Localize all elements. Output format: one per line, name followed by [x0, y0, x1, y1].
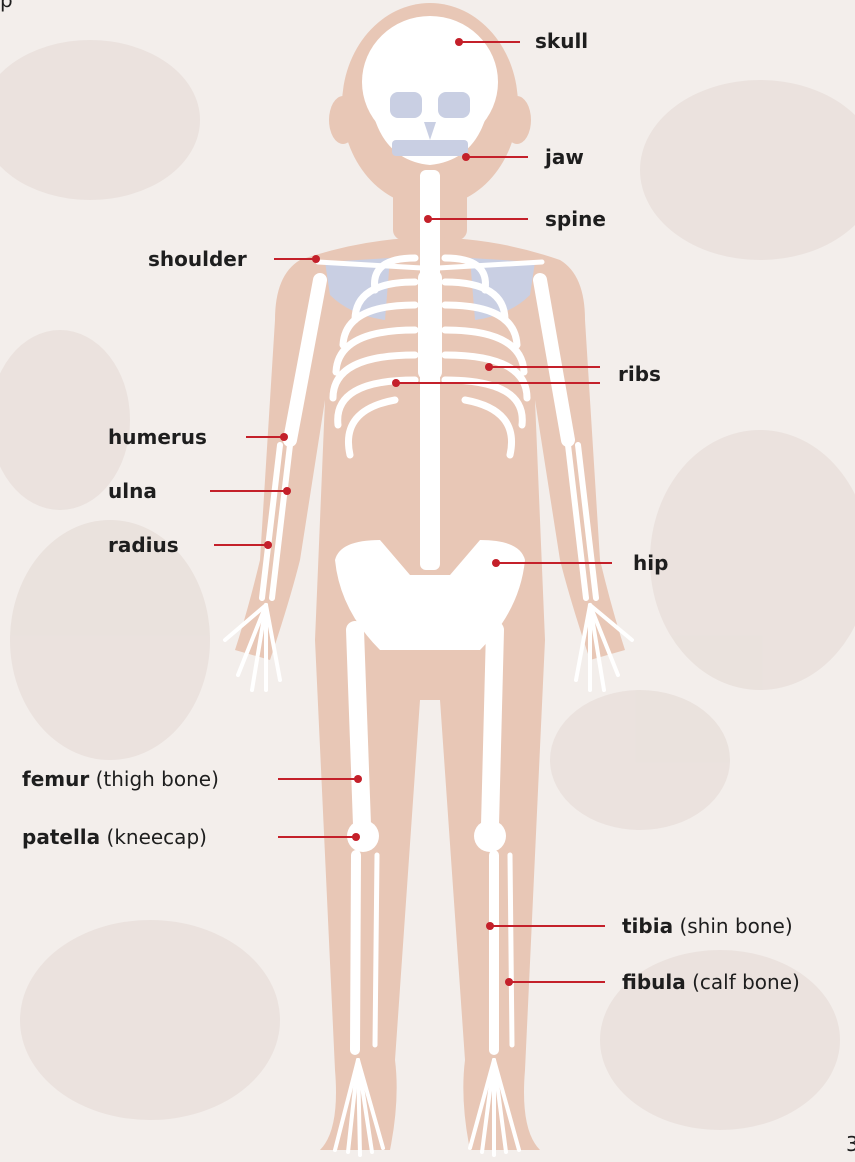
label-skull-name: skull	[535, 29, 588, 53]
label-hip-name: hip	[633, 551, 668, 575]
label-jaw: jaw	[545, 145, 584, 169]
label-ribs: ribs	[618, 362, 661, 386]
label-femur-name: femur	[22, 767, 89, 791]
corner-mark-bottom: 3	[846, 1132, 855, 1156]
label-ulna: ulna	[108, 479, 157, 503]
label-ribs-name: ribs	[618, 362, 661, 386]
label-tibia-name: tibia	[622, 914, 673, 938]
label-ulna-name: ulna	[108, 479, 157, 503]
label-femur: femur (thigh bone)	[22, 767, 219, 791]
label-radius-name: radius	[108, 533, 179, 557]
corner-mark-top: p	[0, 0, 13, 12]
label-spine: spine	[545, 207, 606, 231]
label-humerus-name: humerus	[108, 425, 207, 449]
label-humerus: humerus	[108, 425, 207, 449]
label-skull: skull	[535, 29, 588, 53]
label-spine-name: spine	[545, 207, 606, 231]
label-fibula-note: (calf bone)	[692, 970, 800, 994]
label-tibia: tibia (shin bone)	[622, 914, 793, 938]
label-patella: patella (kneecap)	[22, 825, 207, 849]
label-shoulder-name: shoulder	[148, 247, 247, 271]
label-fibula: fibula (calf bone)	[622, 970, 800, 994]
label-hip: hip	[633, 551, 668, 575]
label-patella-note: (kneecap)	[107, 825, 207, 849]
label-jaw-name: jaw	[545, 145, 584, 169]
label-radius: radius	[108, 533, 179, 557]
label-patella-name: patella	[22, 825, 100, 849]
label-femur-note: (thigh bone)	[96, 767, 219, 791]
label-shoulder: shoulder	[148, 247, 247, 271]
label-tibia-note: (shin bone)	[679, 914, 792, 938]
label-fibula-name: fibula	[622, 970, 686, 994]
humerus-leader	[246, 433, 288, 441]
